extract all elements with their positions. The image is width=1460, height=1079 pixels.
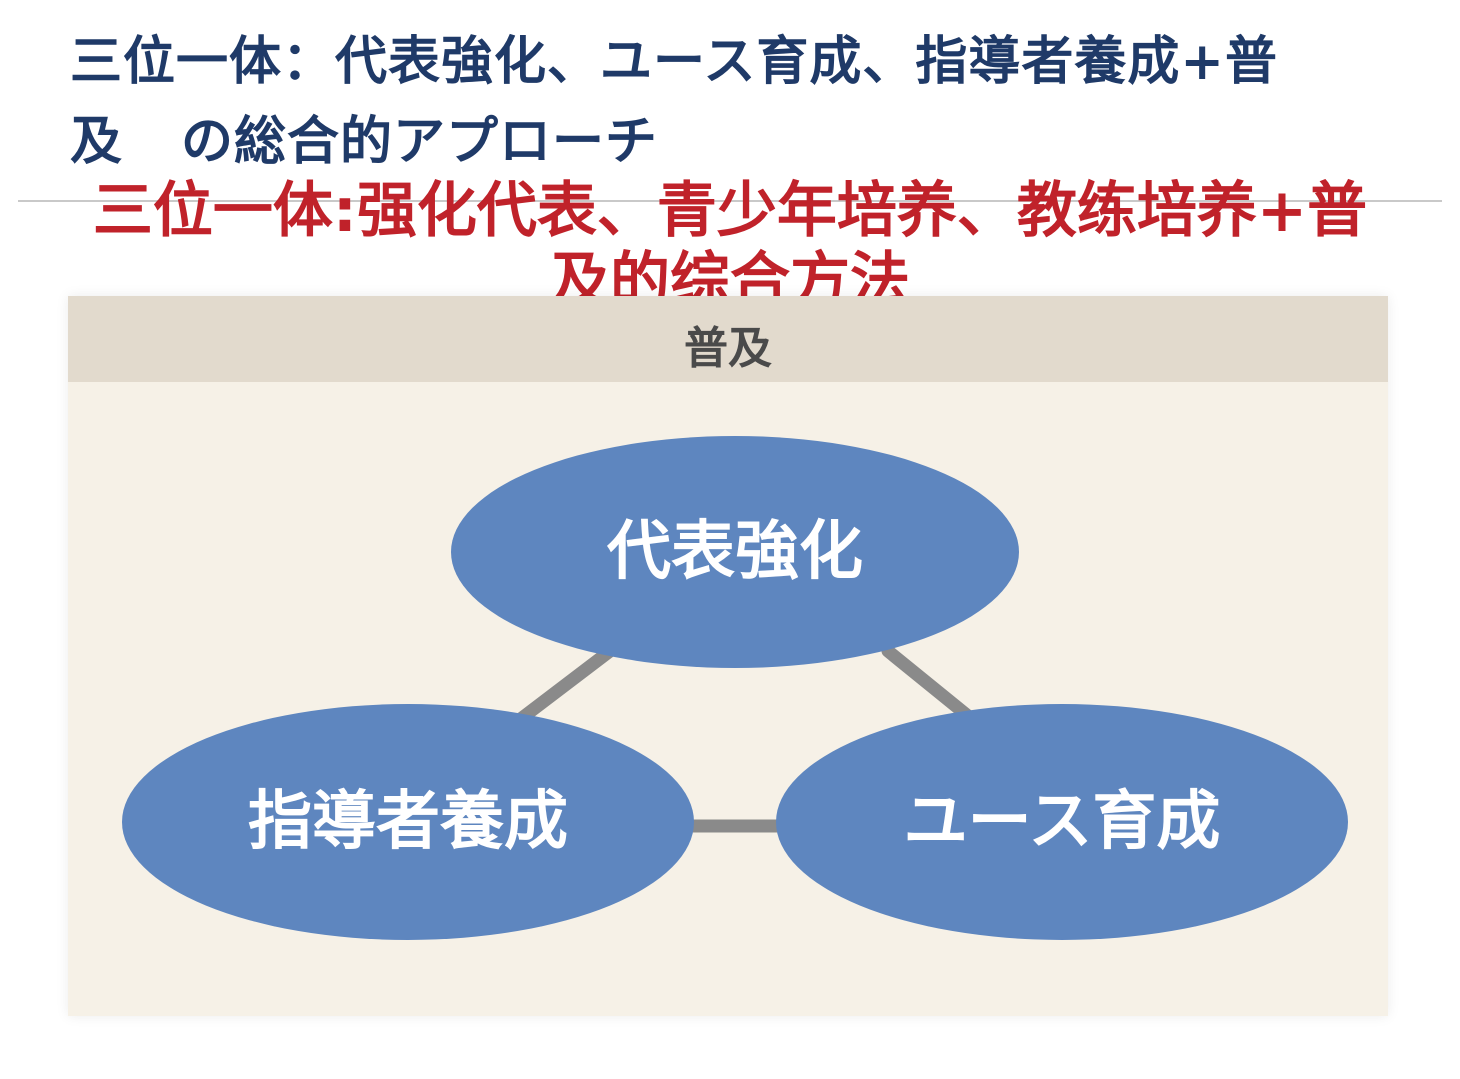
trinity-diagram: 代表強化 指導者養成 ユース育成 [122, 436, 1348, 940]
node-top-ellipse [451, 436, 1019, 668]
connector-top-right [881, 644, 975, 723]
panel-label: 普及 [684, 323, 772, 374]
japanese-title-line-2-end: の総合的アプローチ [181, 112, 659, 172]
node-right-label: ユース育成 [904, 785, 1221, 859]
japanese-title-line-1: 三位一体：代表強化、ユース育成、指導者養成+普 [70, 32, 1278, 92]
node-left-ellipse [122, 704, 694, 940]
japanese-title-line-2-start: 及 [70, 112, 124, 172]
title-divider [18, 200, 1442, 202]
chinese-title: 三位一体:强化代表、青少年培养、教练培养+普 及的综合方法 [0, 176, 1460, 316]
chinese-title-line-1: 三位一体:强化代表、青少年培养、教练培养+普 [92, 176, 1368, 246]
diagram-panel: 代表強化 指導者養成 ユース育成 普及 [68, 296, 1388, 1016]
japanese-title: 三位一体：代表強化、ユース育成、指導者養成+普 及の総合的アプローチ [70, 22, 1370, 182]
node-right-ellipse [776, 704, 1348, 940]
node-left-label: 指導者養成 [248, 785, 568, 859]
panel-header [68, 296, 1388, 382]
node-top-label: 代表強化 [606, 515, 863, 589]
connector-top-left [511, 644, 617, 728]
japanese-title-line-2: 及の総合的アプローチ [70, 102, 1370, 182]
